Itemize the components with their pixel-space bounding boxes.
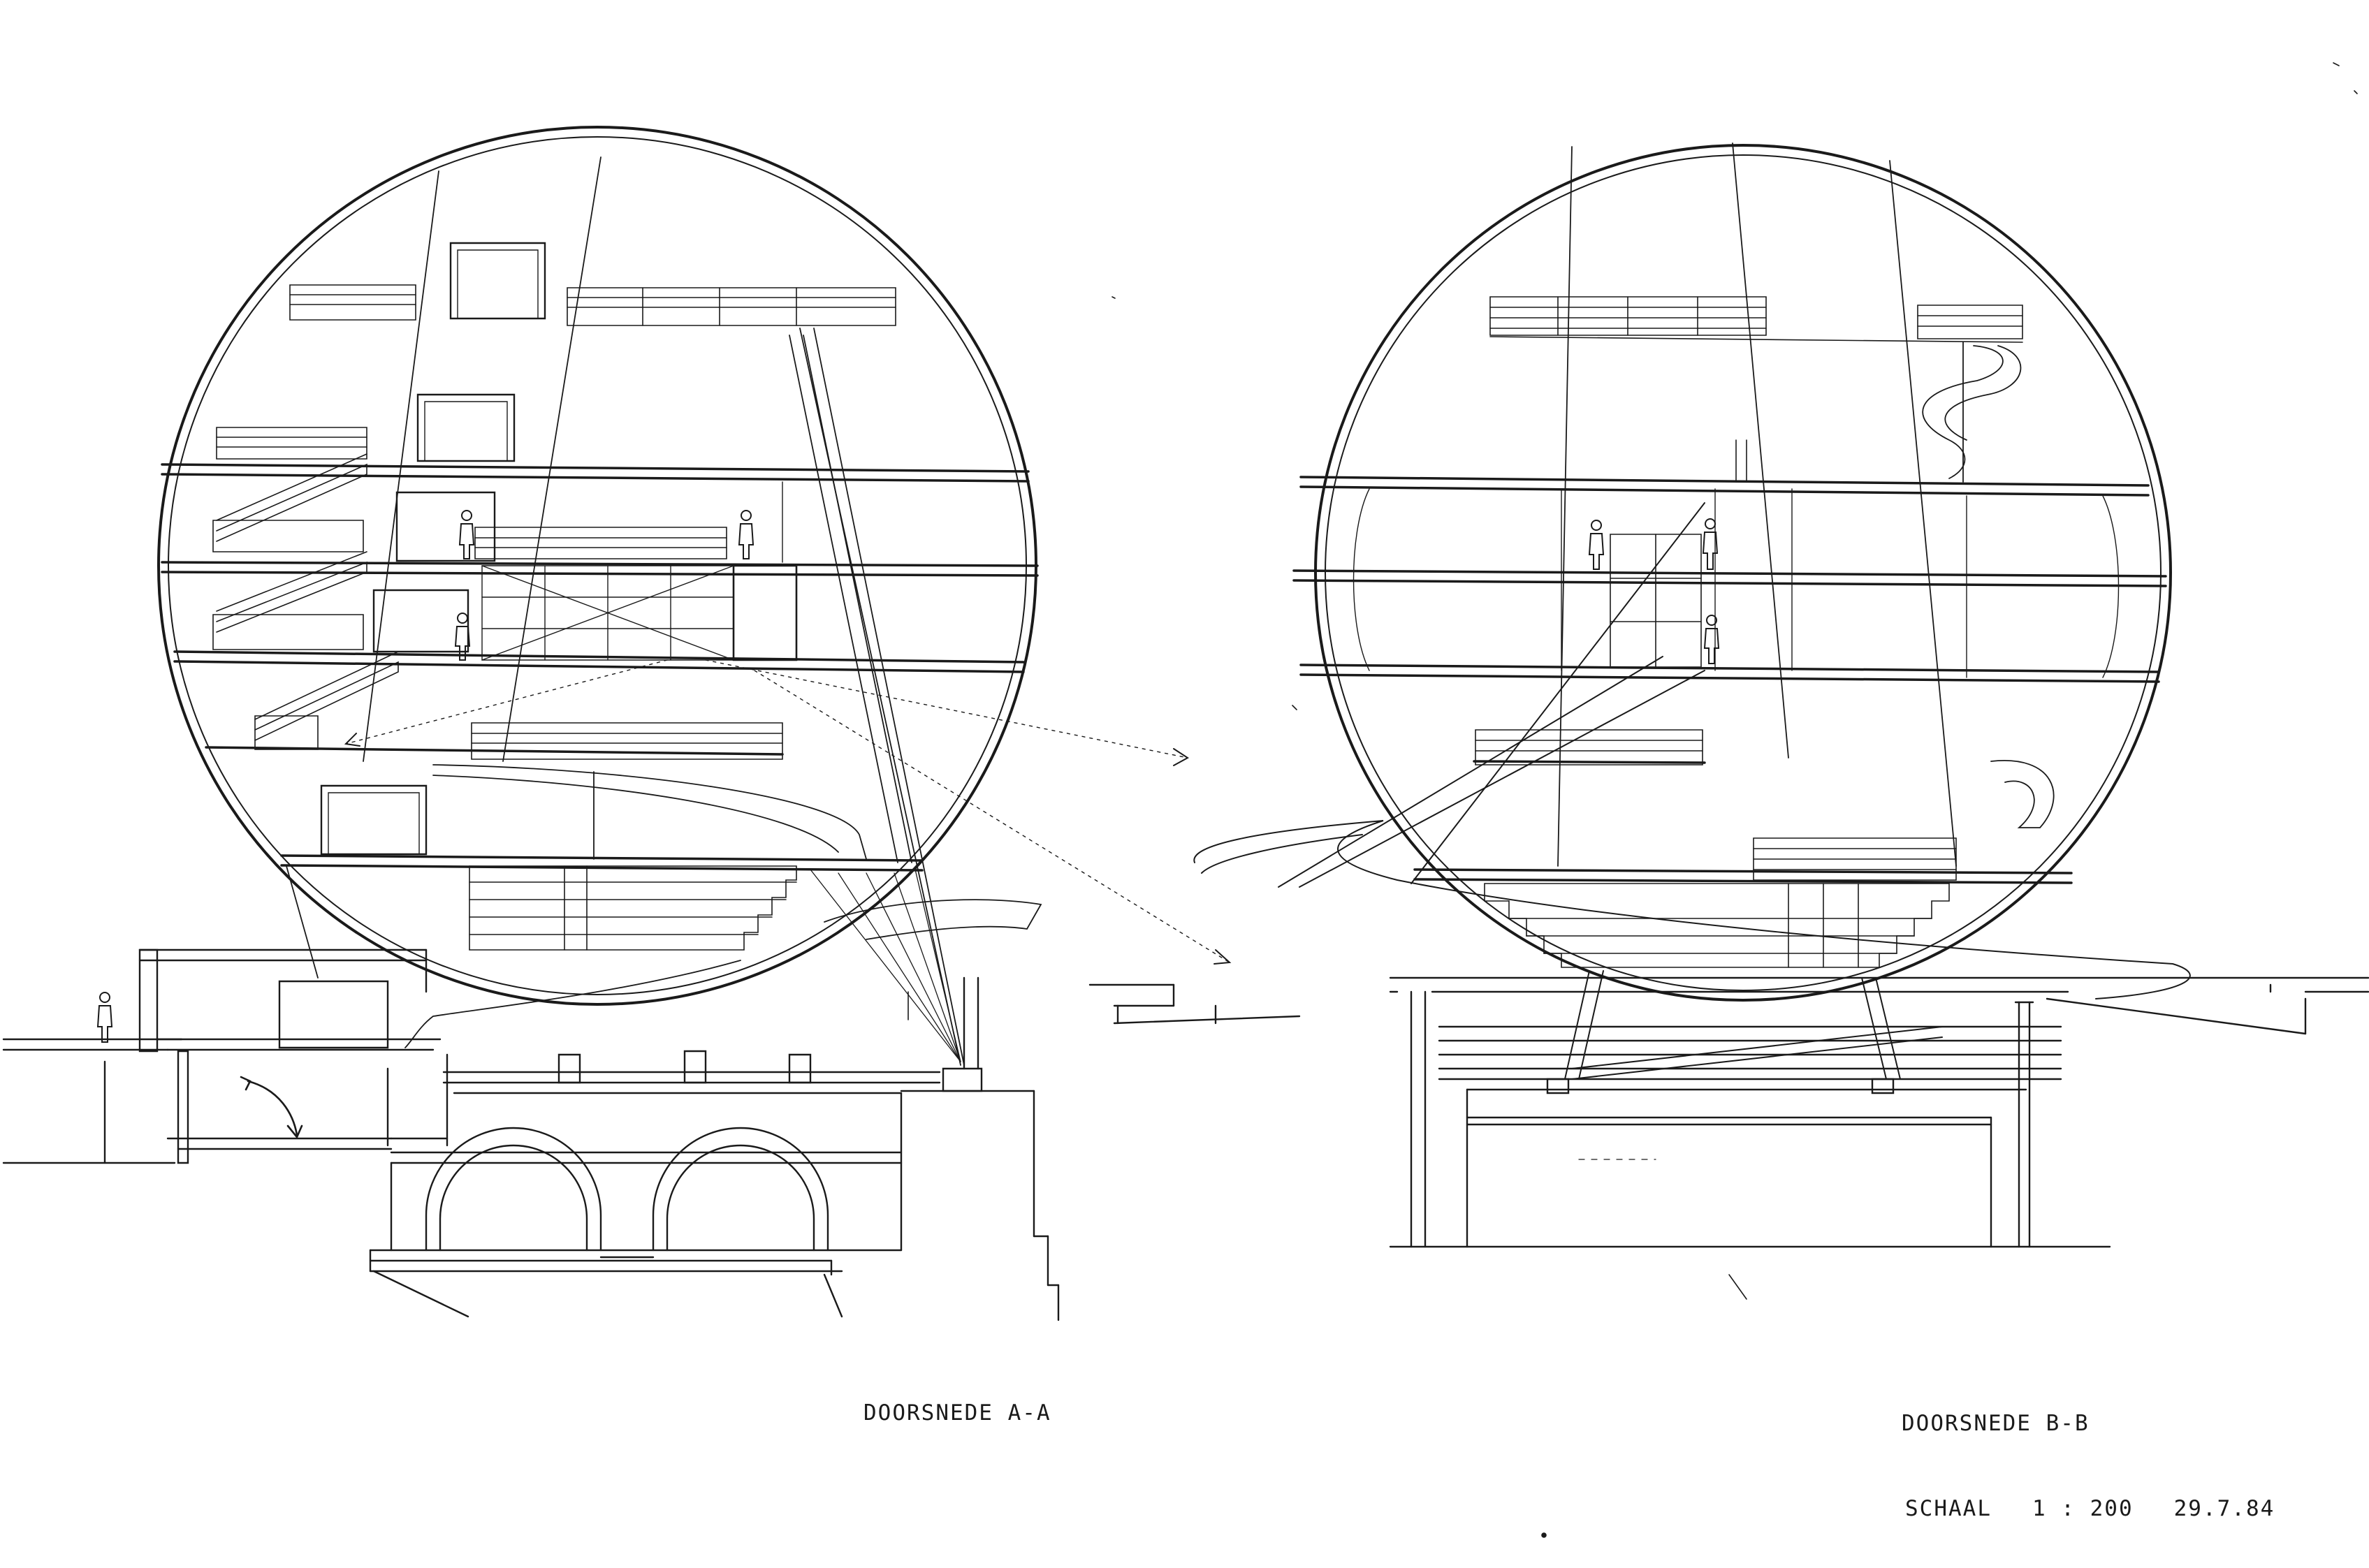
section-b-ramp (1194, 503, 2190, 999)
section-a-ramp (405, 765, 1041, 1048)
section-b-figures (1589, 519, 1719, 664)
section-a-railings (217, 285, 896, 759)
section-b-light-shafts (1558, 143, 1956, 866)
section-a-light-shafts (286, 157, 964, 1065)
section-a-label: DOORSNEDE A-A (863, 1400, 1051, 1426)
projection-arrows (346, 660, 1230, 962)
section-a-pier (901, 978, 1058, 1320)
section-a-doors (279, 243, 545, 1048)
section-a-stairs (213, 454, 398, 749)
scale-value: 1 : 200 (2032, 1496, 2134, 1521)
section-b-sphere (1315, 145, 2171, 1000)
section-b-supports (1565, 971, 1942, 1079)
drawing-date: 29.7.84 (2173, 1496, 2275, 1521)
section-a-projection-rays (810, 870, 961, 1062)
section-b-floors (1294, 477, 2166, 883)
section-a-bridge (370, 1051, 940, 1317)
section-a-atrium-grid (482, 482, 796, 660)
scale-label: SCHAAL (1905, 1496, 1992, 1521)
section-a-ground-structure (3, 950, 447, 1163)
section-a-door-swing (241, 1077, 302, 1137)
section-b-spiral-stairs (1923, 342, 2053, 828)
section-b-inner-curves (1354, 489, 2119, 677)
title-block: SCHAAL 1 : 200 29.7.84 (1905, 1496, 2275, 1521)
section-b-label: DOORSNEDE B-B (1902, 1411, 2090, 1436)
section-b-ground-structure (1090, 978, 2368, 1247)
stray-marks (908, 63, 2357, 1537)
section-a-amphitheatre (469, 866, 796, 950)
section-a-floors (162, 464, 1037, 870)
section-b-railings (1475, 297, 2022, 765)
section-b-amphitheatre (1485, 838, 1956, 967)
arrow-heads (346, 733, 1230, 964)
section-a-figures (98, 511, 753, 1042)
